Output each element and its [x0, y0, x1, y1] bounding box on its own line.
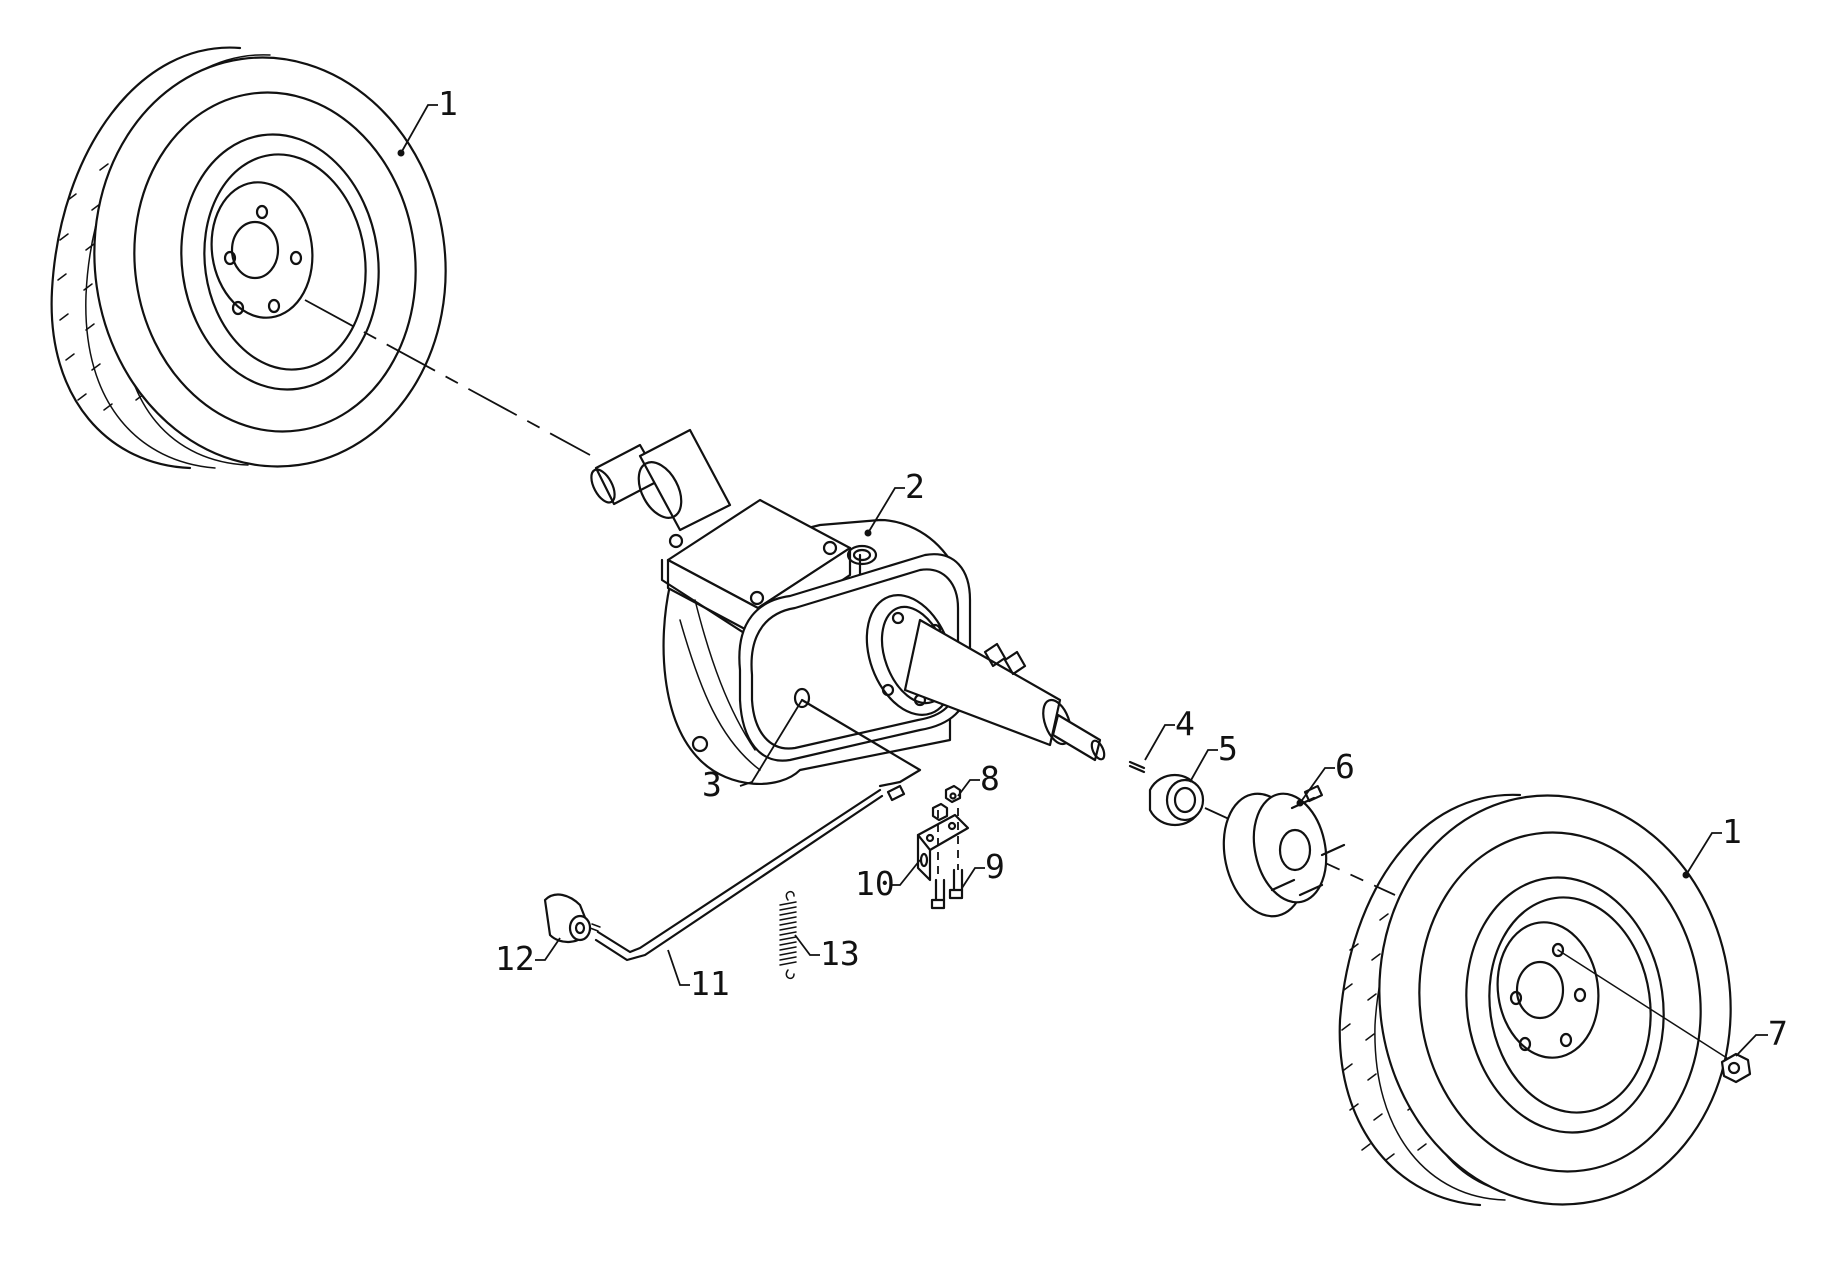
lever-knob [543, 893, 601, 943]
callout-1-left-wheel: 1 [438, 84, 458, 123]
mount-bracket [916, 813, 970, 882]
callout-10-bracket: 10 [855, 864, 895, 903]
callout-1-right-wheel: 1 [1722, 812, 1742, 851]
callout-12-knob: 12 [495, 939, 535, 978]
callout-6-hub: 6 [1335, 747, 1355, 786]
callout-4-key: 4 [1175, 704, 1195, 743]
callout-5-collar: 5 [1218, 729, 1238, 768]
axle-key [1128, 760, 1146, 774]
bushing-collar [1148, 774, 1205, 826]
callout-9-bolt: 9 [985, 847, 1005, 886]
shift-lever [594, 784, 906, 962]
callout-7-lug-nut: 7 [1768, 1014, 1788, 1053]
callout-3-pin: 3 [702, 765, 722, 804]
nut-fastener [931, 784, 962, 822]
left-axis-centerline [304, 299, 591, 456]
callout-2-transaxle: 2 [905, 467, 925, 506]
right-wheel-tire [1338, 793, 1732, 1207]
callout-8-nut: 8 [980, 759, 1000, 798]
callout-leaders [397, 104, 1768, 1057]
left-wheel-tire [50, 46, 447, 470]
transaxle-housing [590, 428, 1106, 786]
lug-nut [1720, 1052, 1752, 1084]
callout-13-spring: 13 [820, 934, 860, 973]
tension-spring [779, 890, 797, 980]
wheel-hub [1222, 784, 1346, 918]
brake-rod [800, 698, 922, 788]
callout-11-lever: 11 [690, 964, 730, 1003]
